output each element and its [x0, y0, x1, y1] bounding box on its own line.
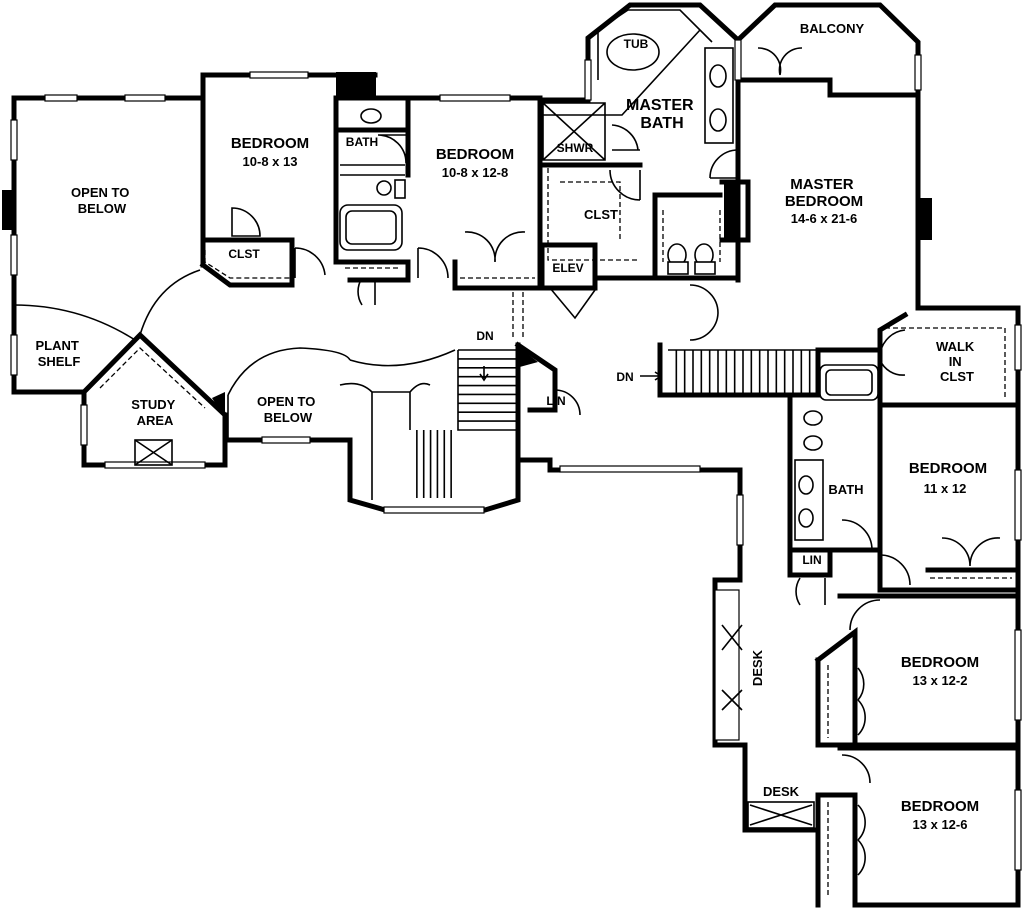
shwr-label: SHWR: [557, 141, 594, 155]
desk-1-label: DESK: [750, 649, 765, 686]
balcony-label: BALCONY: [800, 21, 865, 36]
bedroom-5-name: BEDROOM: [901, 798, 979, 815]
tub-label: TUB: [624, 37, 649, 51]
walk-in-clst-label: WALK IN CLST: [936, 339, 978, 384]
master-bath-label: MASTER BATH: [626, 97, 698, 132]
stair-master: [640, 349, 818, 396]
room-labels: OPEN TO BELOW BEDROOM 10-8 x 13 BATH BED…: [36, 21, 988, 832]
master-bedroom-size: 14-6 x 21-6: [791, 211, 858, 226]
stair-main: [339, 349, 518, 500]
master-clst-label: CLST: [584, 207, 618, 222]
bath-2-label: BATH: [828, 482, 863, 497]
bedroom-3-name: BEDROOM: [909, 460, 987, 477]
lin-2-label: LIN: [802, 553, 821, 567]
dn-label-2: DN: [616, 370, 633, 384]
desk-2-label: DESK: [763, 784, 800, 799]
bedroom-2-size: 10-8 x 12-8: [442, 165, 509, 180]
bedroom-1-size: 10-8 x 13: [243, 154, 298, 169]
windows: [10, 39, 1022, 871]
bedroom-4-name: BEDROOM: [901, 654, 979, 671]
open-to-below-2-label: OPEN TO BELOW: [257, 394, 319, 425]
dn-label-1: DN: [476, 329, 493, 343]
bedroom-4-size: 13 x 12-2: [913, 673, 968, 688]
master-bedroom-name: MASTER BEDROOM: [785, 176, 863, 210]
elev-label: ELEV: [552, 261, 583, 275]
plant-shelf-label: PLANT SHELF: [36, 338, 83, 369]
clst-1-label: CLST: [228, 247, 260, 261]
bedroom-3-size: 11 x 12: [924, 481, 967, 496]
bedroom-5-size: 13 x 12-6: [913, 817, 968, 832]
study-area-label: STUDY AREA: [131, 397, 178, 428]
doors: [231, 47, 1001, 876]
bath-1-label: BATH: [346, 135, 378, 149]
exterior-walls: [11, 2, 1021, 908]
lin-1-label: LIN: [546, 394, 565, 408]
bedroom-1-name: BEDROOM: [231, 135, 309, 152]
solid-columns: [2, 72, 932, 418]
open-to-below-label: OPEN TO BELOW: [71, 185, 133, 216]
fixtures: [99, 9, 1012, 898]
bedroom-2-name: BEDROOM: [436, 146, 514, 163]
